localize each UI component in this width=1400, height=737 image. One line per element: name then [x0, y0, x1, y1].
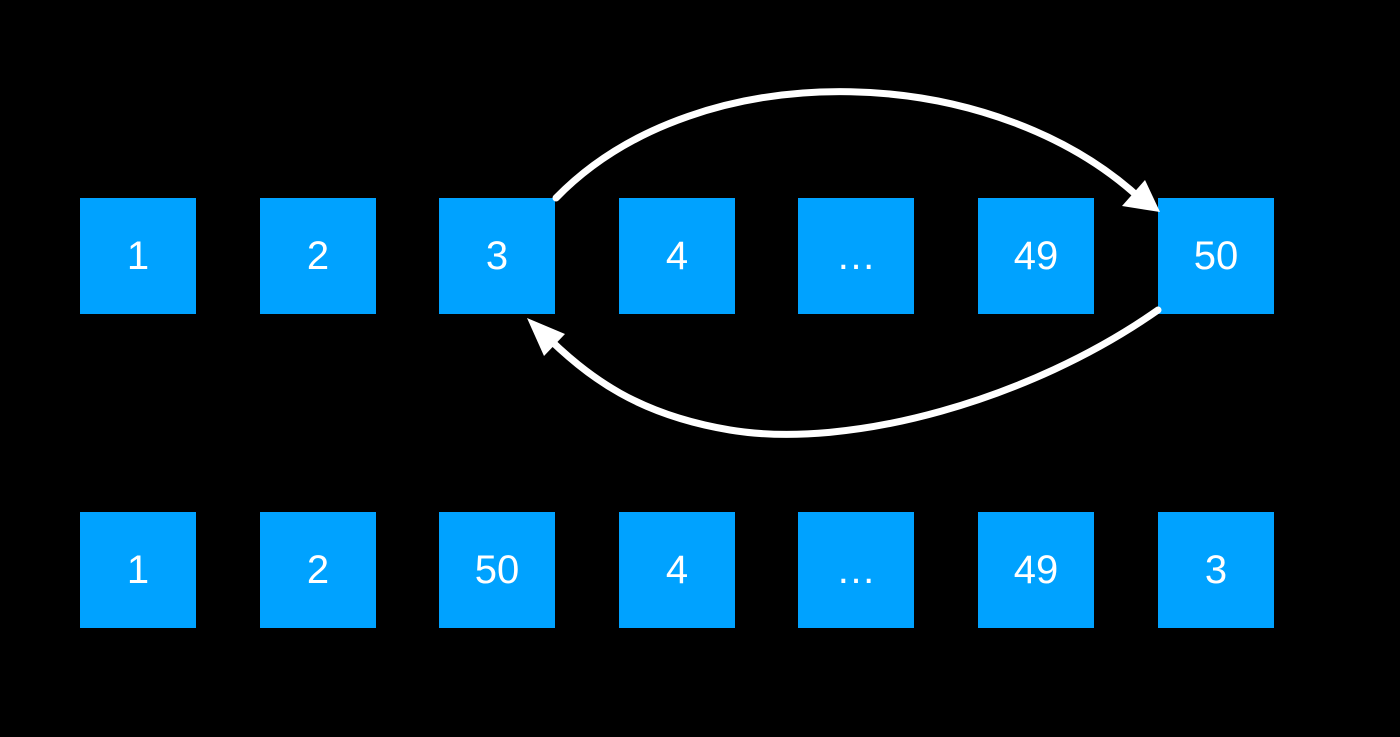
- bottom-arrowhead-icon: [527, 318, 565, 356]
- row1-box-49: 49: [978, 198, 1094, 314]
- row1-box-2: 2: [260, 198, 376, 314]
- row2-box-6: 49: [978, 512, 1094, 628]
- row2-box-1: 1: [80, 512, 196, 628]
- row1-box-1: 1: [80, 198, 196, 314]
- row1-box-50: 50: [1158, 198, 1274, 314]
- bottom-arc-arrow: [536, 306, 1162, 438]
- row2-box-ellipsis: …: [798, 512, 914, 628]
- row2-box-4: 4: [619, 512, 735, 628]
- row2-box-7: 3: [1158, 512, 1274, 628]
- top-arc-arrow: [552, 88, 1152, 210]
- top-arrowhead-icon: [1122, 180, 1160, 212]
- row1-box-4: 4: [619, 198, 735, 314]
- row2-box-2: 2: [260, 512, 376, 628]
- row1-box-ellipsis: …: [798, 198, 914, 314]
- row2-box-3: 50: [439, 512, 555, 628]
- row1-box-3: 3: [439, 198, 555, 314]
